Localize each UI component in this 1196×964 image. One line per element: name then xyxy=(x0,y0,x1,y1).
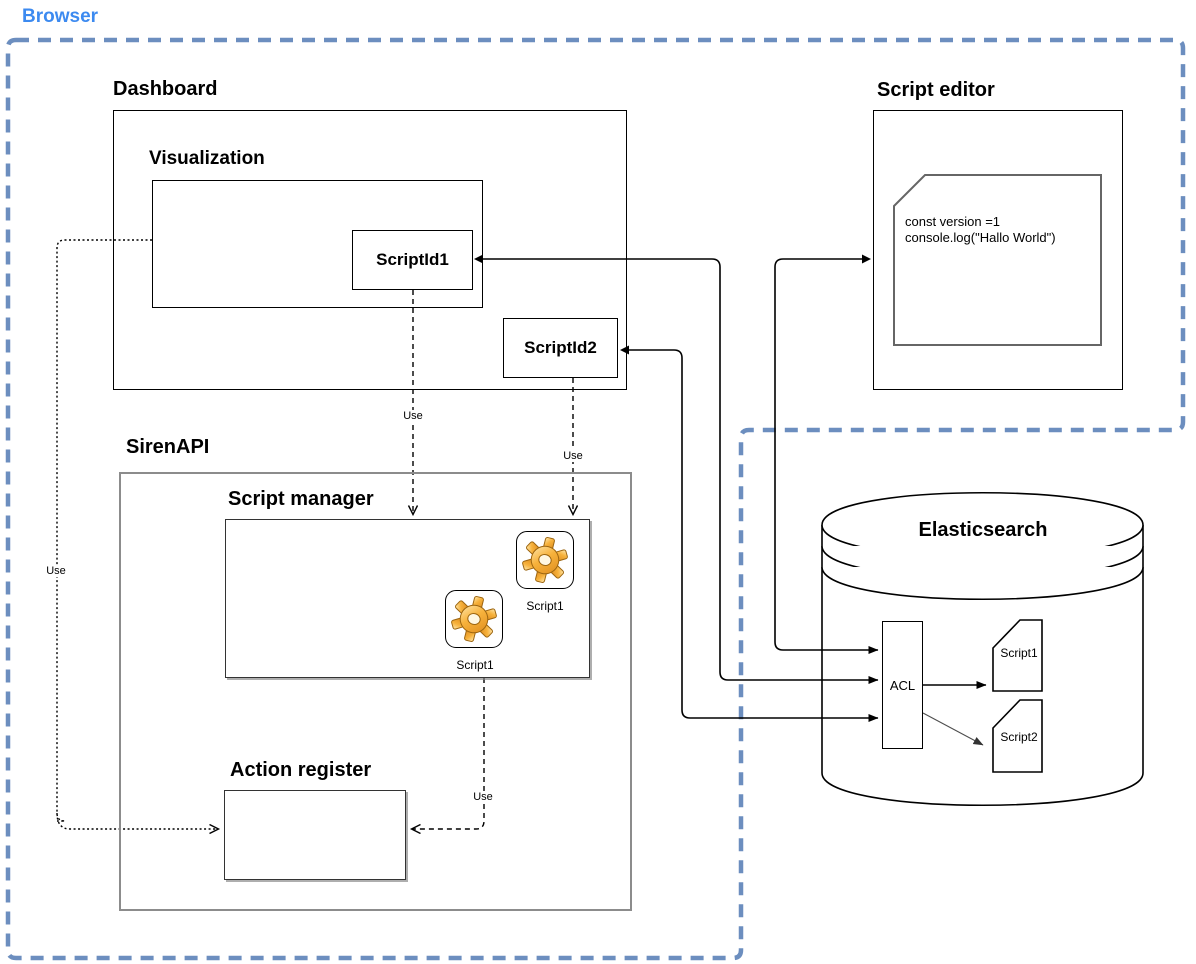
script-manager-box xyxy=(225,519,590,678)
visualization-title: Visualization xyxy=(149,148,265,169)
edge-acl-script2-doc xyxy=(922,712,984,746)
script2-document-shape xyxy=(992,699,1043,773)
use-label-visualization: Use xyxy=(43,565,69,577)
sirenapi-title: SirenAPI xyxy=(126,436,210,458)
gear-icon xyxy=(522,537,568,583)
action-register-box xyxy=(224,790,406,880)
dashboard-title: Dashboard xyxy=(113,78,218,100)
elasticsearch-title: Elasticsearch xyxy=(918,519,1048,541)
edge-visualization-actionregister xyxy=(56,239,218,829)
code-line-2: console.log("Hallo World") xyxy=(905,230,1056,245)
gear-icon xyxy=(451,596,497,642)
script1-document-shape xyxy=(992,619,1043,692)
browser-region-label: Browser xyxy=(22,6,99,27)
dashboard-box xyxy=(113,110,627,390)
script-manager-title: Script manager xyxy=(228,488,374,510)
script-editor-box xyxy=(873,110,1123,390)
edge-scripteditor-acl xyxy=(774,254,879,654)
action-register-title: Action register xyxy=(230,759,372,781)
scriptid2-node: ScriptId2 xyxy=(503,318,618,378)
script2-document-label: Script2 xyxy=(1000,730,1038,744)
browser-boundary xyxy=(5,37,1186,961)
sirenapi-box xyxy=(119,472,632,911)
script-instance-1 xyxy=(516,531,574,589)
use-label-scriptid2: Use xyxy=(560,450,586,462)
edge-scriptmanager-actionregister xyxy=(412,678,485,829)
use-label-scriptid1: Use xyxy=(400,410,426,422)
code-card-shape xyxy=(893,174,1102,346)
script-instance-2-label: Script1 xyxy=(456,658,494,672)
script1-document-label: Script1 xyxy=(1000,646,1038,660)
script-instance-2 xyxy=(445,590,503,648)
visualization-box xyxy=(152,180,483,308)
use-label-scriptmanager: Use xyxy=(470,791,496,803)
script-editor-code: const version =1 console.log("Hallo Worl… xyxy=(905,214,1056,246)
script-editor-title: Script editor xyxy=(877,79,995,101)
edge-scriptid1-acl xyxy=(474,254,879,684)
scriptid1-node: ScriptId1 xyxy=(352,230,473,290)
code-line-1: const version =1 xyxy=(905,214,1001,229)
script-instance-1-label: Script1 xyxy=(526,599,564,613)
acl-node: ACL xyxy=(882,621,923,749)
